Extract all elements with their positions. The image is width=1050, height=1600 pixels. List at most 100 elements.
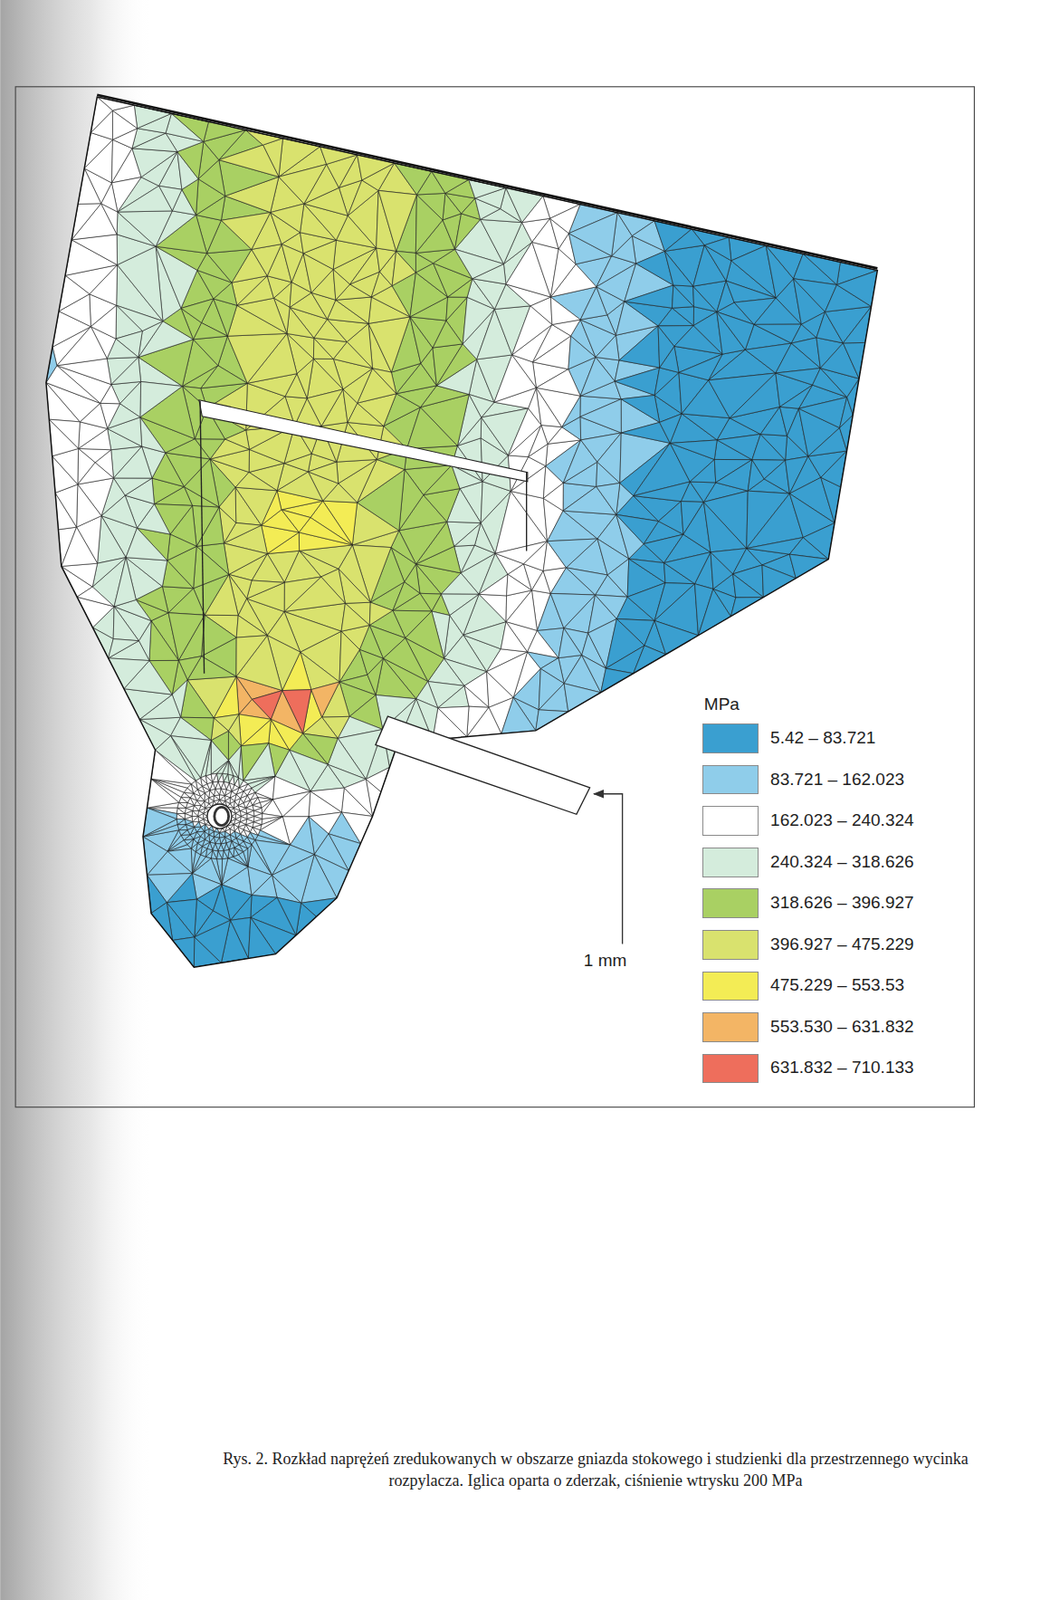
mesh-element xyxy=(162,560,193,589)
mesh-element xyxy=(468,394,495,418)
mesh-element xyxy=(177,807,186,813)
mesh-element xyxy=(213,830,220,837)
mesh-element xyxy=(146,778,179,808)
mesh-element xyxy=(535,369,581,397)
mesh-element xyxy=(193,335,229,365)
mesh-element xyxy=(97,515,126,564)
mesh-element xyxy=(789,553,829,578)
mesh-element xyxy=(446,296,468,321)
mesh-element xyxy=(209,828,215,835)
mesh-element xyxy=(313,358,344,390)
mesh-element xyxy=(132,148,178,178)
mesh-element xyxy=(235,472,277,491)
mesh-element xyxy=(558,628,583,659)
mesh-element xyxy=(236,635,283,691)
mesh-element xyxy=(117,210,172,247)
mesh-element xyxy=(179,830,189,836)
mesh-element xyxy=(547,538,598,568)
mesh-element xyxy=(239,816,247,822)
mesh-element xyxy=(207,248,252,283)
mesh-element xyxy=(191,851,201,874)
mesh-element xyxy=(143,807,177,837)
mesh-element xyxy=(550,592,595,628)
mesh-element xyxy=(438,706,469,736)
mesh-element xyxy=(229,834,237,841)
mesh-element xyxy=(235,812,241,819)
mesh-element xyxy=(176,807,185,813)
mesh-element xyxy=(703,490,748,548)
legend-swatch xyxy=(702,805,759,836)
slot-edge xyxy=(525,472,527,552)
mesh-element xyxy=(654,620,698,654)
legend-swatch xyxy=(702,723,759,754)
mesh-element xyxy=(196,830,204,836)
mesh-element xyxy=(176,819,185,825)
mesh-element xyxy=(658,501,684,535)
mesh-element xyxy=(449,593,479,635)
part-outline xyxy=(46,96,878,967)
mesh-element xyxy=(440,572,479,594)
mesh-element xyxy=(201,614,238,657)
mesh-element xyxy=(248,844,252,867)
mesh-element xyxy=(219,830,225,837)
mesh-element xyxy=(228,760,234,776)
mesh-element xyxy=(226,840,232,850)
mesh-element xyxy=(71,203,102,240)
mesh-element xyxy=(507,408,542,456)
mesh-element xyxy=(191,816,199,822)
mesh-element xyxy=(704,237,732,261)
legend-swatch xyxy=(702,847,759,878)
mesh-element xyxy=(563,683,602,712)
mesh-element xyxy=(365,766,390,792)
mesh-element xyxy=(820,450,848,487)
mesh-element xyxy=(251,775,276,793)
mesh-element xyxy=(664,250,693,287)
mesh-element xyxy=(596,482,621,515)
legend-text: 553.530 – 631.832 xyxy=(770,1016,915,1037)
hole-bore xyxy=(214,806,230,825)
mesh-element xyxy=(454,248,504,279)
mesh-element xyxy=(200,824,206,832)
mesh-element xyxy=(77,462,115,485)
legend-swatch xyxy=(702,971,759,1002)
mesh-element xyxy=(272,854,315,904)
mesh-element xyxy=(410,316,447,348)
mesh-element xyxy=(215,837,221,844)
mesh-element xyxy=(192,810,200,816)
mesh-element xyxy=(151,749,191,784)
mesh-element xyxy=(550,248,576,297)
mesh-element xyxy=(61,526,98,566)
mesh-element xyxy=(624,285,674,308)
mesh-element xyxy=(842,306,871,344)
mesh-element xyxy=(467,706,502,736)
mesh-element xyxy=(238,826,244,834)
mesh-element xyxy=(689,458,716,482)
mesh-element xyxy=(494,354,536,402)
mesh-element xyxy=(284,576,345,611)
mesh-element xyxy=(372,368,397,394)
mesh-element xyxy=(336,458,378,483)
mesh-element xyxy=(249,797,258,806)
mesh-element xyxy=(595,334,620,361)
mesh-element xyxy=(378,190,417,251)
mesh-element xyxy=(227,333,287,383)
mesh-element xyxy=(108,658,150,689)
mesh-element xyxy=(176,812,185,819)
mesh-element xyxy=(798,397,847,429)
mesh-element xyxy=(191,810,199,816)
mesh-element xyxy=(177,801,186,808)
mesh-element xyxy=(149,620,179,661)
mesh-element xyxy=(46,365,101,404)
mesh-element xyxy=(209,797,215,804)
mesh-element xyxy=(289,282,312,308)
mesh-element xyxy=(633,645,667,674)
mesh-element xyxy=(235,486,277,525)
legend-swatch xyxy=(702,887,759,918)
seat-edge xyxy=(200,400,205,674)
mesh-element xyxy=(729,372,780,419)
mesh-element xyxy=(221,858,229,885)
mesh-element xyxy=(248,916,276,958)
mesh-element xyxy=(620,394,659,422)
mesh-element xyxy=(614,367,659,395)
